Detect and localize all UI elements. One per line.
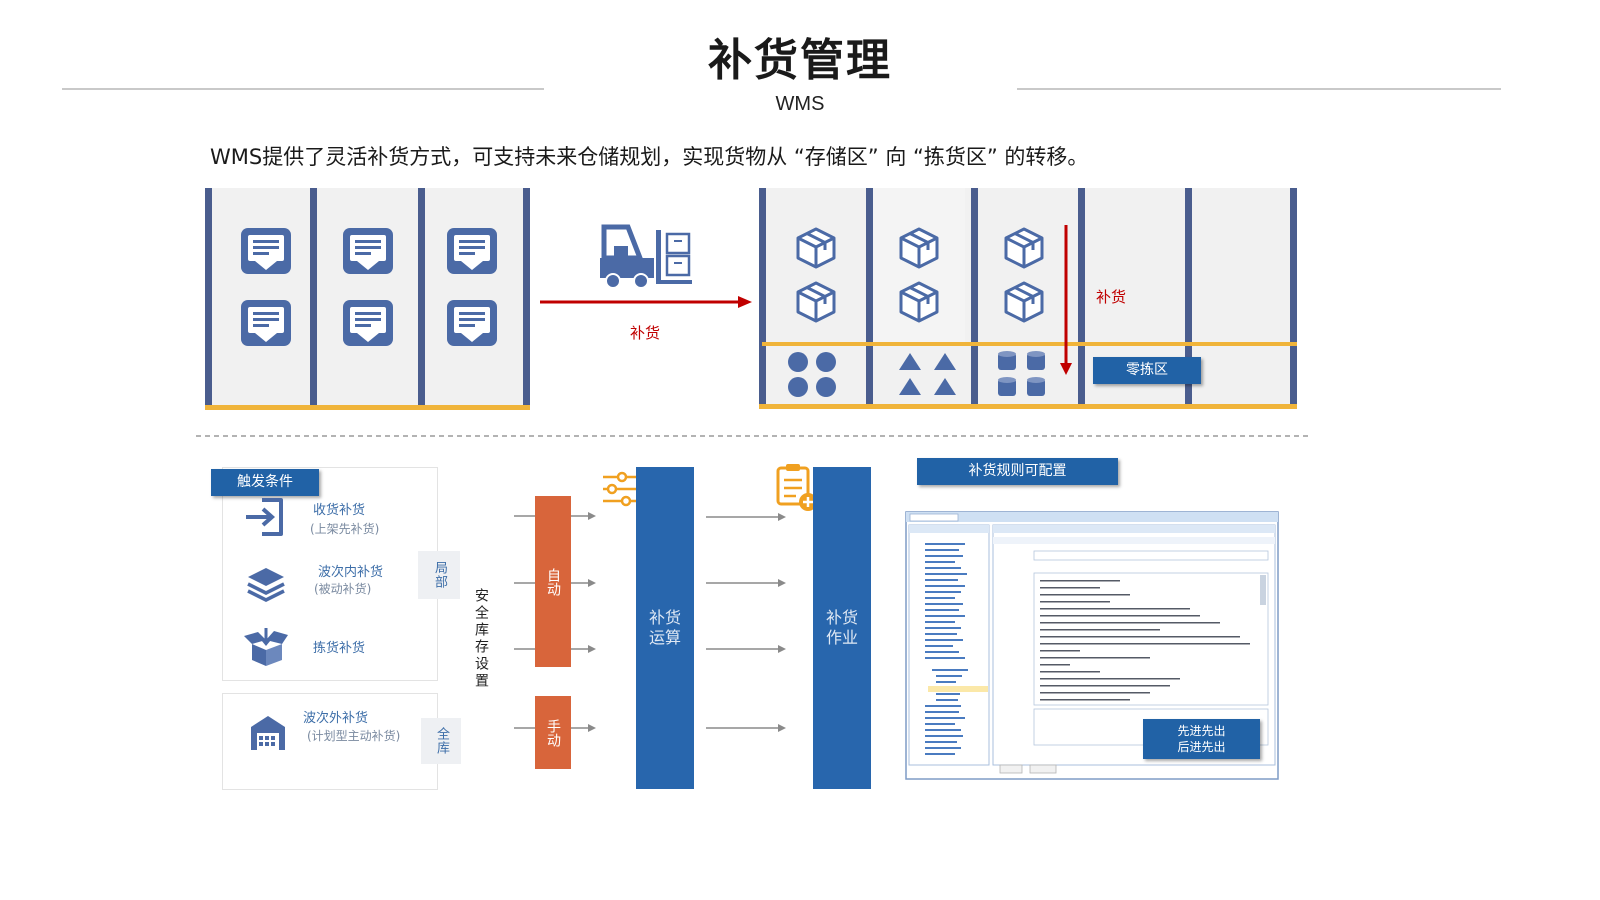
rule-config-window (905, 511, 1279, 780)
intro-text: WMS提供了灵活补货方式，可支持未来仓储规划，实现货物从 “存储区” 向 “拣货… (210, 145, 1089, 169)
trigger-condition-label: 触发条件 (211, 469, 319, 496)
calc-to-work-arrows (706, 513, 786, 732)
vertical-arrow-label: 补货 (1096, 288, 1127, 306)
picking-rack (759, 188, 1297, 409)
scope-all-label: 全库 (421, 718, 461, 764)
picking-zone-label: 零拣区 (1093, 357, 1201, 384)
storage-to-picking-diagram (196, 188, 1312, 437)
warehouse-icon (251, 716, 285, 750)
title-divider-right (1017, 88, 1501, 90)
trigger-in-wave-label: 波次内补货 (318, 565, 384, 580)
replenish-work-text: 补货作业 (825, 608, 858, 647)
clipboard-add-icon (776, 464, 817, 511)
fifo-lifo-badge: 先进先出 后进先出 (1143, 719, 1260, 759)
auto-trigger-block: 自动 (535, 496, 571, 667)
pick-box-icon (244, 628, 288, 666)
rules-configurable-label: 补货规则可配置 (917, 458, 1118, 485)
auto-text: 自动 (545, 567, 561, 596)
forklift-icon (600, 224, 692, 289)
storage-rack (205, 188, 530, 410)
replenish-calc-text: 补货运算 (648, 608, 681, 647)
trigger-in-wave-sub: (被动补货) (314, 582, 372, 596)
replenish-work-block: 补货作业 (813, 467, 871, 789)
scope-local-text: 局部 (432, 561, 447, 589)
trigger-receive-label: 收货补货 (313, 503, 366, 518)
trigger-out-wave-sub: (计划型主动补货) (307, 729, 401, 743)
page-title: 补货管理 (708, 35, 892, 86)
scope-all-text: 全库 (434, 727, 449, 755)
layers-icon (247, 568, 285, 602)
trigger-pick-label: 拣货补货 (313, 641, 366, 656)
circle-items-icon (788, 352, 836, 397)
title-divider-left (62, 88, 544, 90)
safety-stock-label: 安全库存设置 (473, 588, 489, 690)
manual-trigger-block: 手动 (535, 696, 571, 769)
replenish-calc-block: 补货运算 (636, 467, 694, 789)
triangle-items-icon (899, 353, 956, 395)
cylinder-items-icon (998, 351, 1045, 396)
scope-local-label: 局部 (418, 551, 460, 599)
trigger-receive-sub: (上架先补货) (310, 522, 380, 536)
receive-icon (246, 498, 283, 536)
manual-text: 手动 (545, 718, 561, 747)
trigger-out-wave-label: 波次外补货 (303, 711, 369, 726)
sliders-icon (603, 471, 636, 507)
page-subtitle: WMS (775, 93, 825, 115)
replenish-arrow-label: 补货 (630, 324, 661, 342)
